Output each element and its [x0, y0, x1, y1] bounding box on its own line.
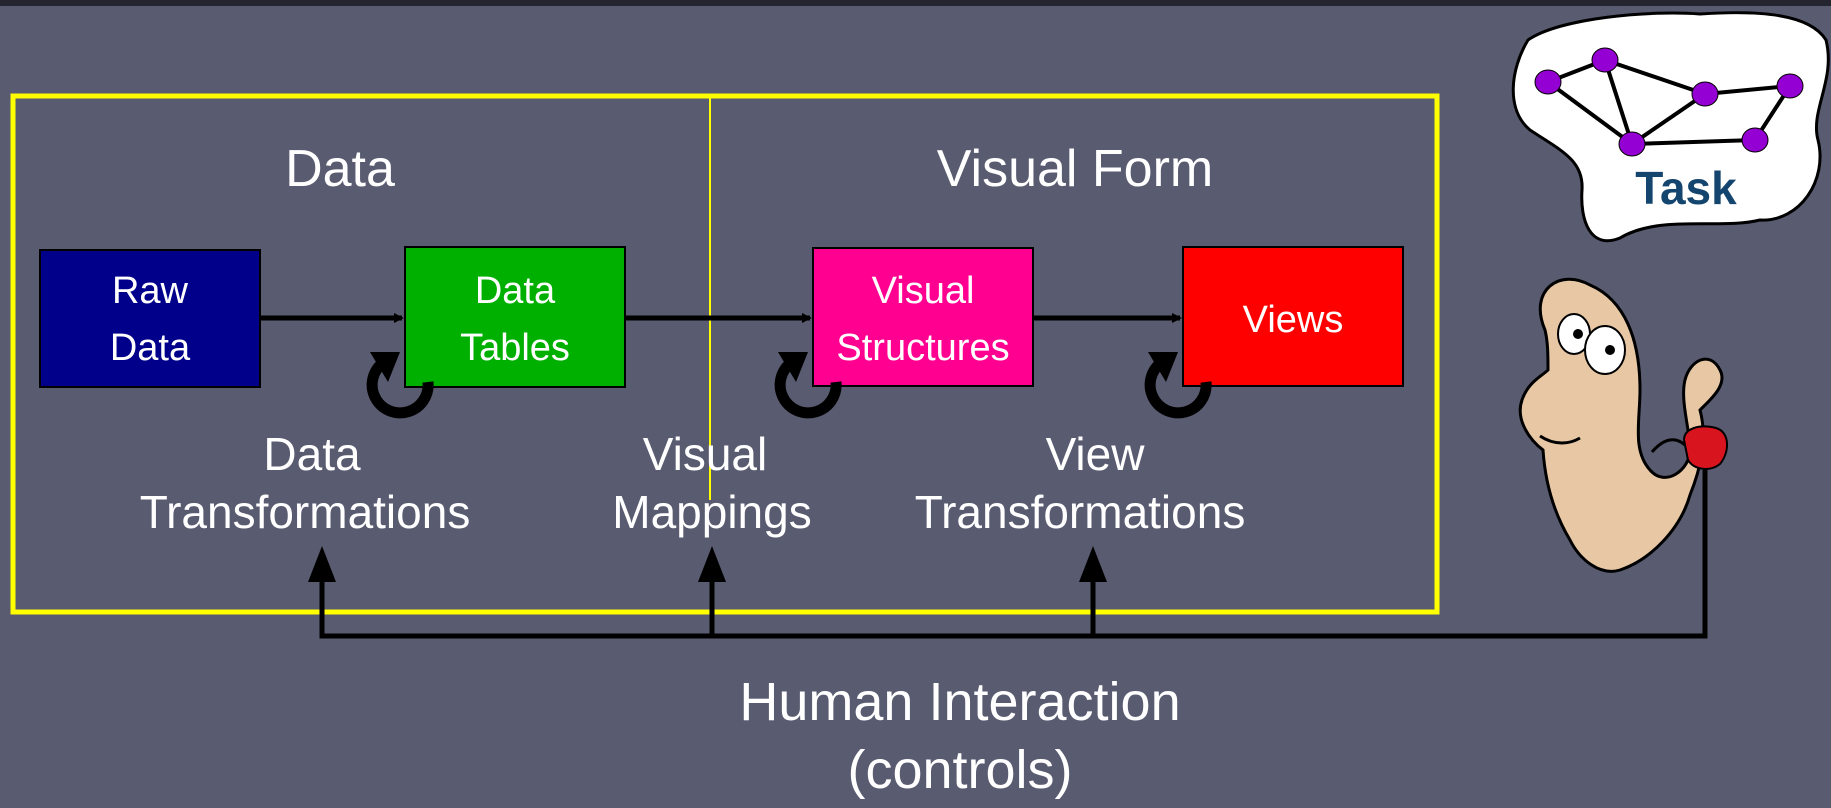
human-interaction-label: Human Interaction — [739, 672, 1180, 732]
data-transformations-label-line1: Data — [263, 428, 361, 480]
controls-label: (controls) — [847, 740, 1072, 800]
data-section-title: Data — [285, 140, 395, 198]
loop-icon-data-tables — [366, 357, 434, 419]
svg-text:Tables: Tables — [460, 327, 570, 369]
raw-data-box: Raw Data — [39, 249, 261, 388]
loop-arrowhead-2 — [778, 352, 808, 382]
loop-arrowhead-3 — [1148, 352, 1178, 382]
svg-text:Raw: Raw — [112, 270, 189, 312]
task-graph-icon: Task — [1511, 11, 1830, 242]
data-transformations-label-line2: Transformations — [140, 486, 471, 538]
svg-text:Visual: Visual — [872, 270, 975, 312]
human-figure-icon — [1518, 277, 1728, 573]
visual-mappings-label-line2: Mappings — [612, 486, 811, 538]
loop-icon-visual-structures — [774, 357, 842, 419]
pipeline-frame — [10, 93, 1440, 615]
views-box: Views — [1182, 246, 1404, 387]
visual-mappings-label-line1: Visual — [643, 428, 767, 480]
top-border — [0, 0, 1831, 6]
svg-text:Views: Views — [1243, 299, 1344, 341]
visual-form-section-title: Visual Form — [937, 140, 1213, 198]
view-transformations-label-line1: View — [1046, 428, 1146, 480]
svg-text:Structures: Structures — [836, 327, 1009, 369]
loop-arrowhead-1 — [370, 352, 400, 382]
view-transformations-label-line2: Transformations — [915, 486, 1246, 538]
task-label: Task — [1635, 162, 1737, 214]
svg-text:Data: Data — [110, 327, 191, 369]
data-tables-box: Data Tables — [404, 246, 626, 388]
svg-text:Data: Data — [475, 270, 556, 312]
visual-structures-box: Visual Structures — [812, 247, 1034, 387]
interaction-arrowheads — [308, 546, 1107, 582]
loop-icon-views — [1144, 357, 1212, 419]
